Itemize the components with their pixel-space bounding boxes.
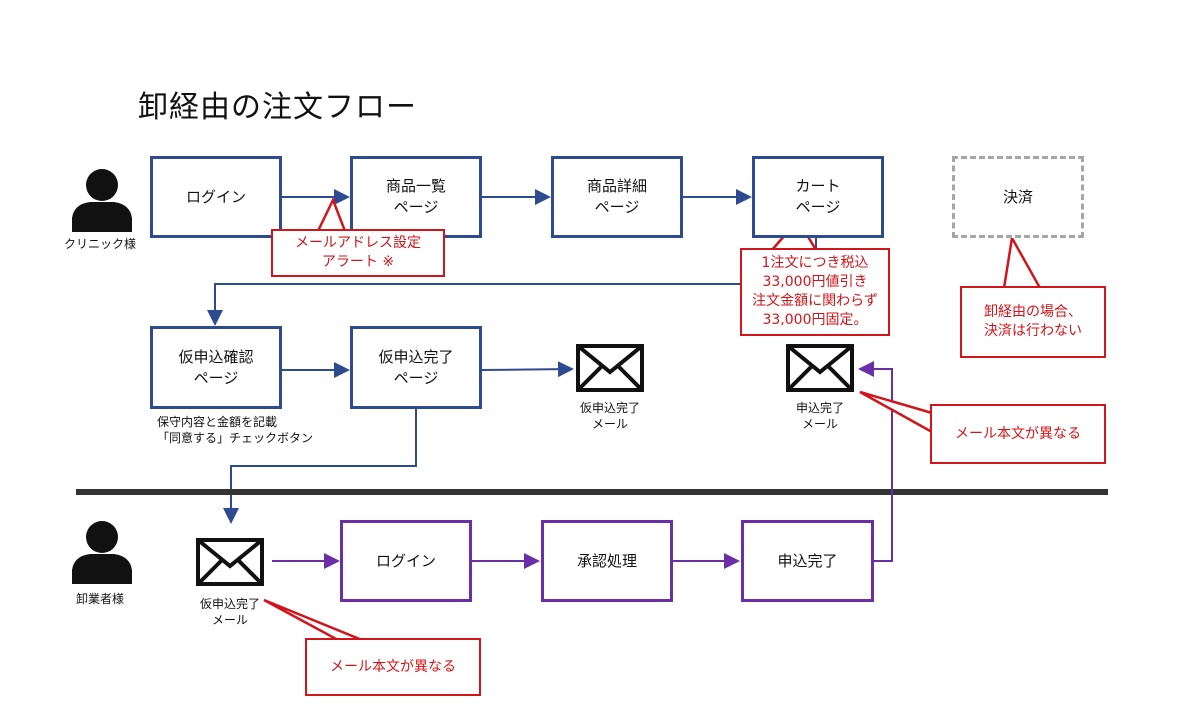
wholesaler-step-login: ログイン (340, 520, 472, 602)
mail-label-pre-complete: 仮申込完了 メール (579, 401, 640, 431)
callout-discount: 1注文につき税込 33,000円値引き 注文金額に関わらず 33,000円固定。 (740, 248, 890, 336)
arrow-complete-to-mail (858, 361, 893, 562)
page-title: 卸経由の注文フロー (138, 90, 417, 125)
actor-label-clinic: クリニック様 (63, 237, 136, 251)
callout-pointer-alert (316, 196, 347, 233)
person-icon (70, 166, 134, 236)
callout-pointer-payment (1002, 234, 1043, 290)
step-pre-confirm: 仮申込確認 ページ (150, 326, 282, 409)
callout-mail-body-diff-top: メール本文が異なる (930, 404, 1106, 464)
callout-pointer-mail-top (859, 390, 934, 435)
step-product-detail: 商品詳細 ページ (551, 156, 683, 238)
step-cart: カート ページ (752, 156, 884, 238)
mail-label-wholesaler: 仮申込完了 メール (199, 597, 260, 627)
arrow-complete-to-mail (481, 361, 574, 378)
step-login: ログイン (150, 156, 282, 238)
callout-mail-body-diff-bottom: メール本文が異なる (305, 638, 481, 696)
mail-icon (196, 538, 264, 590)
wholesaler-step-approval: 承認処理 (541, 520, 673, 602)
mail-label-complete: 申込完了 メール (795, 401, 844, 431)
actor-label-wholesaler: 卸業者様 (75, 592, 124, 606)
step-product-list: 商品一覧 ページ (350, 156, 482, 238)
callout-no-payment: 卸経由の場合、 決済は行わない (960, 286, 1106, 358)
confirm-note: 保守内容と金額を記載 「同意する」チェックボタン (157, 415, 314, 445)
callout-email-alert: メールアドレス設定 アラート ※ (271, 229, 445, 277)
step-payment: 決済 (952, 156, 1084, 238)
person-icon (70, 518, 134, 588)
wholesaler-step-complete: 申込完了 (741, 520, 874, 602)
step-pre-complete: 仮申込完了 ページ (350, 326, 482, 409)
mail-icon (576, 344, 644, 396)
mail-icon (786, 344, 854, 396)
